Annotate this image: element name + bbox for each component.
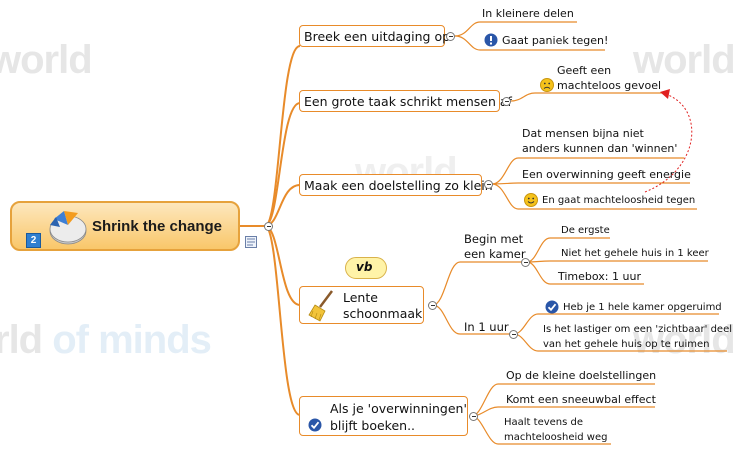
callout-bubble[interactable]: vb	[345, 257, 387, 279]
subtopic-label: In 1 uur	[464, 320, 509, 334]
notes-icon[interactable]	[245, 236, 257, 248]
branch-topic[interactable]: Maak een doelstelling zo klein	[299, 174, 493, 196]
subtopic-text: Is het lastiger om een 'zichtbaar' deel	[543, 324, 732, 335]
subtopic-text: Gaat paniek tegen!	[502, 34, 609, 47]
link-central-b5	[264, 225, 301, 416]
subtopic-text: Op de kleine doelstellingen	[506, 369, 657, 382]
subtopic-text: De ergste	[561, 225, 610, 236]
subtopic-text: machteloos gevoel	[557, 79, 662, 92]
subtopic-text: Niet het gehele huis in 1 keer	[561, 248, 709, 259]
watermark-logo: world	[633, 318, 736, 362]
branch-topic[interactable]: Als je 'overwinningen' blijft boeken..	[299, 396, 468, 436]
subtopic-text: Geeft een	[557, 64, 612, 77]
subtopic-text: Een overwinning geeft energie	[522, 168, 691, 181]
subtopic-text: van het gehele huis op te ruimen	[543, 339, 710, 350]
subtopic-text: En gaat machteloosheid tegen	[542, 195, 696, 206]
subtopic-label: Begin met	[464, 232, 524, 246]
subtopic-text: machteloosheid weg	[504, 432, 608, 443]
collapse-toggle[interactable]	[502, 97, 511, 106]
subtopic-text: Komt een sneeuwbal effect	[506, 393, 656, 406]
central-topic-title: Shrink the change	[92, 218, 223, 235]
subtopic-text: Heb je 1 hele kamer opgeruimd	[563, 302, 722, 313]
broom-icon	[308, 290, 333, 322]
exclamation-icon	[484, 33, 498, 47]
collapse-toggle[interactable]	[428, 301, 437, 310]
collapse-toggle[interactable]	[484, 180, 493, 189]
watermark-logo: world	[633, 38, 736, 82]
central-topic[interactable]: Shrink the change	[10, 201, 240, 251]
check-icon	[308, 418, 322, 432]
watermark-logo: rld of minds	[0, 318, 212, 362]
smiley-face-icon	[524, 193, 538, 207]
link-central-b2	[264, 102, 301, 227]
branch-topic[interactable]: Lente schoonmaak	[299, 286, 424, 324]
subtopic-label: een kamer	[464, 247, 526, 261]
subtopic-text: Timebox: 1 uur	[558, 270, 641, 283]
collapse-toggle[interactable]	[521, 258, 530, 267]
collapse-toggle[interactable]	[469, 412, 478, 421]
link-central-b1	[264, 45, 301, 227]
subtopic-text: In kleinere delen	[482, 7, 574, 20]
subtopic-text: Dat mensen bijna niet	[522, 127, 644, 140]
subtopic-text: anders kunnen dan 'winnen'	[522, 142, 678, 155]
arrow-head	[660, 89, 670, 99]
collapse-toggle[interactable]	[264, 222, 273, 231]
pie-chart-icon	[49, 211, 87, 245]
branch-topic[interactable]: Een grote taak schrikt mensen af	[299, 90, 512, 112]
subtopic-text: Haalt tevens de	[504, 417, 584, 428]
branch-topic[interactable]: Breek een uitdaging op	[299, 25, 450, 47]
sad-face-icon	[540, 78, 554, 92]
check-icon	[545, 300, 559, 314]
priority-badge: 2	[26, 233, 41, 248]
collapse-toggle[interactable]	[509, 330, 518, 339]
watermark-logo: world	[0, 38, 93, 82]
collapse-toggle[interactable]	[446, 32, 455, 41]
